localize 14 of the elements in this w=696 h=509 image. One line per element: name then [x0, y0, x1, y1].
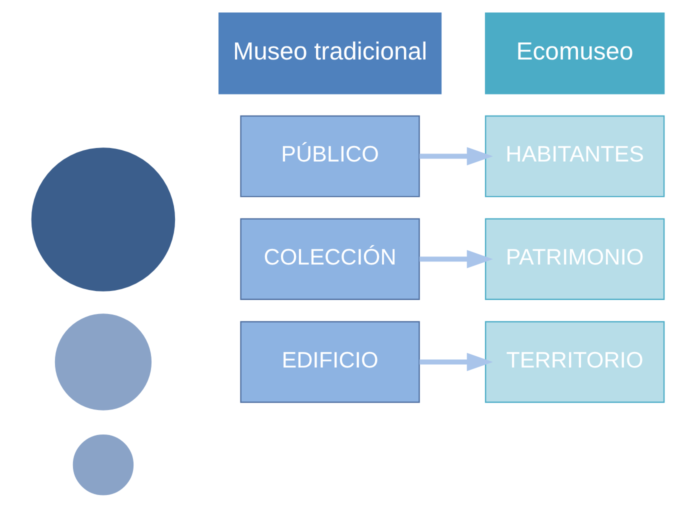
node-box: TERRITORIO	[484, 321, 665, 403]
arrow	[419, 147, 493, 166]
node-circle	[72, 433, 135, 496]
arrow	[419, 250, 493, 268]
node-circle	[31, 148, 176, 292]
node-box: PATRIMONIO	[484, 218, 665, 300]
arrow	[419, 352, 493, 372]
node-box: HABITANTES	[484, 115, 665, 198]
node-box: PÚBLICO	[240, 115, 420, 198]
node-box: COLECCIÓN	[240, 218, 420, 300]
node-box: Ecomuseo	[484, 12, 665, 94]
node-circle	[54, 312, 153, 412]
node-box: Museo tradicional	[218, 12, 442, 94]
node-box: EDIFICIO	[240, 321, 420, 403]
